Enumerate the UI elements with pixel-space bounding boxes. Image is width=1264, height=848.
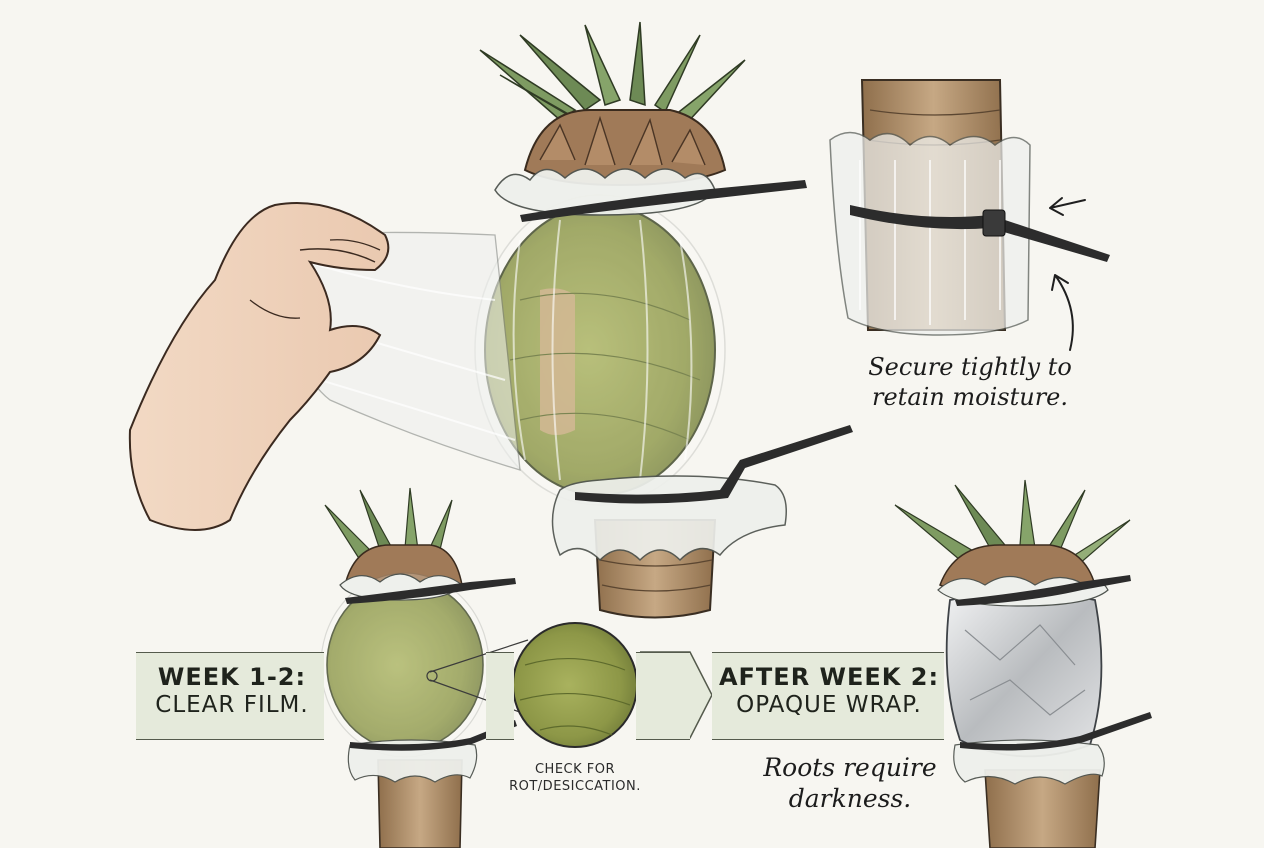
timeline-band-stage1 [136,652,324,740]
foil-wrap [945,591,1103,758]
clear-film-stem [320,487,638,848]
secure-note-line2: retain moisture. [872,383,1068,411]
arrow-icon-up [1051,274,1074,351]
detail-tie-head [982,209,1006,237]
hand-illustration [128,202,390,531]
check-note-line1: CHECK FOR [534,762,616,777]
arrow-icon-left [1049,197,1086,216]
darkness-note-line2: darkness. [788,784,912,814]
check-note: CHECK FOR ROT/DESICCATION. [500,762,650,796]
stage2-label: AFTER WEEK 2: OPAQUE WRAP. [716,663,942,718]
timeline-band-connector-2 [636,652,690,740]
main-bottom-ruffle [551,475,787,562]
check-note-line2: ROT/DESICCATION. [509,778,641,794]
stage1-title: WEEK 1-2: [157,663,307,691]
main-foliage [479,21,746,127]
main-bottom-tie [575,425,853,504]
tie-detail-illustration [829,79,1110,351]
stage1-label: WEEK 1-2: CLEAR FILM. [144,663,320,718]
secure-note-line1: Secure tightly to [868,353,1072,381]
darkness-note: Roots require darkness. [740,752,960,815]
magnifier-inset [512,622,638,748]
stage2-subtitle: OPAQUE WRAP. [736,691,922,718]
opaque-wrap-stem [894,479,1152,848]
main-top-tie [520,180,807,222]
darkness-note-line1: Roots require [763,753,937,782]
timeline-band-stage2 [712,652,944,740]
stage2-title: AFTER WEEK 2: [718,663,940,691]
main-air-layer [259,21,853,619]
timeline-band-connector [486,652,514,740]
detail-tie [850,205,1110,262]
stage1-subtitle: CLEAR FILM. [155,691,309,718]
secure-note: Secure tightly to retain moisture. [850,352,1090,412]
